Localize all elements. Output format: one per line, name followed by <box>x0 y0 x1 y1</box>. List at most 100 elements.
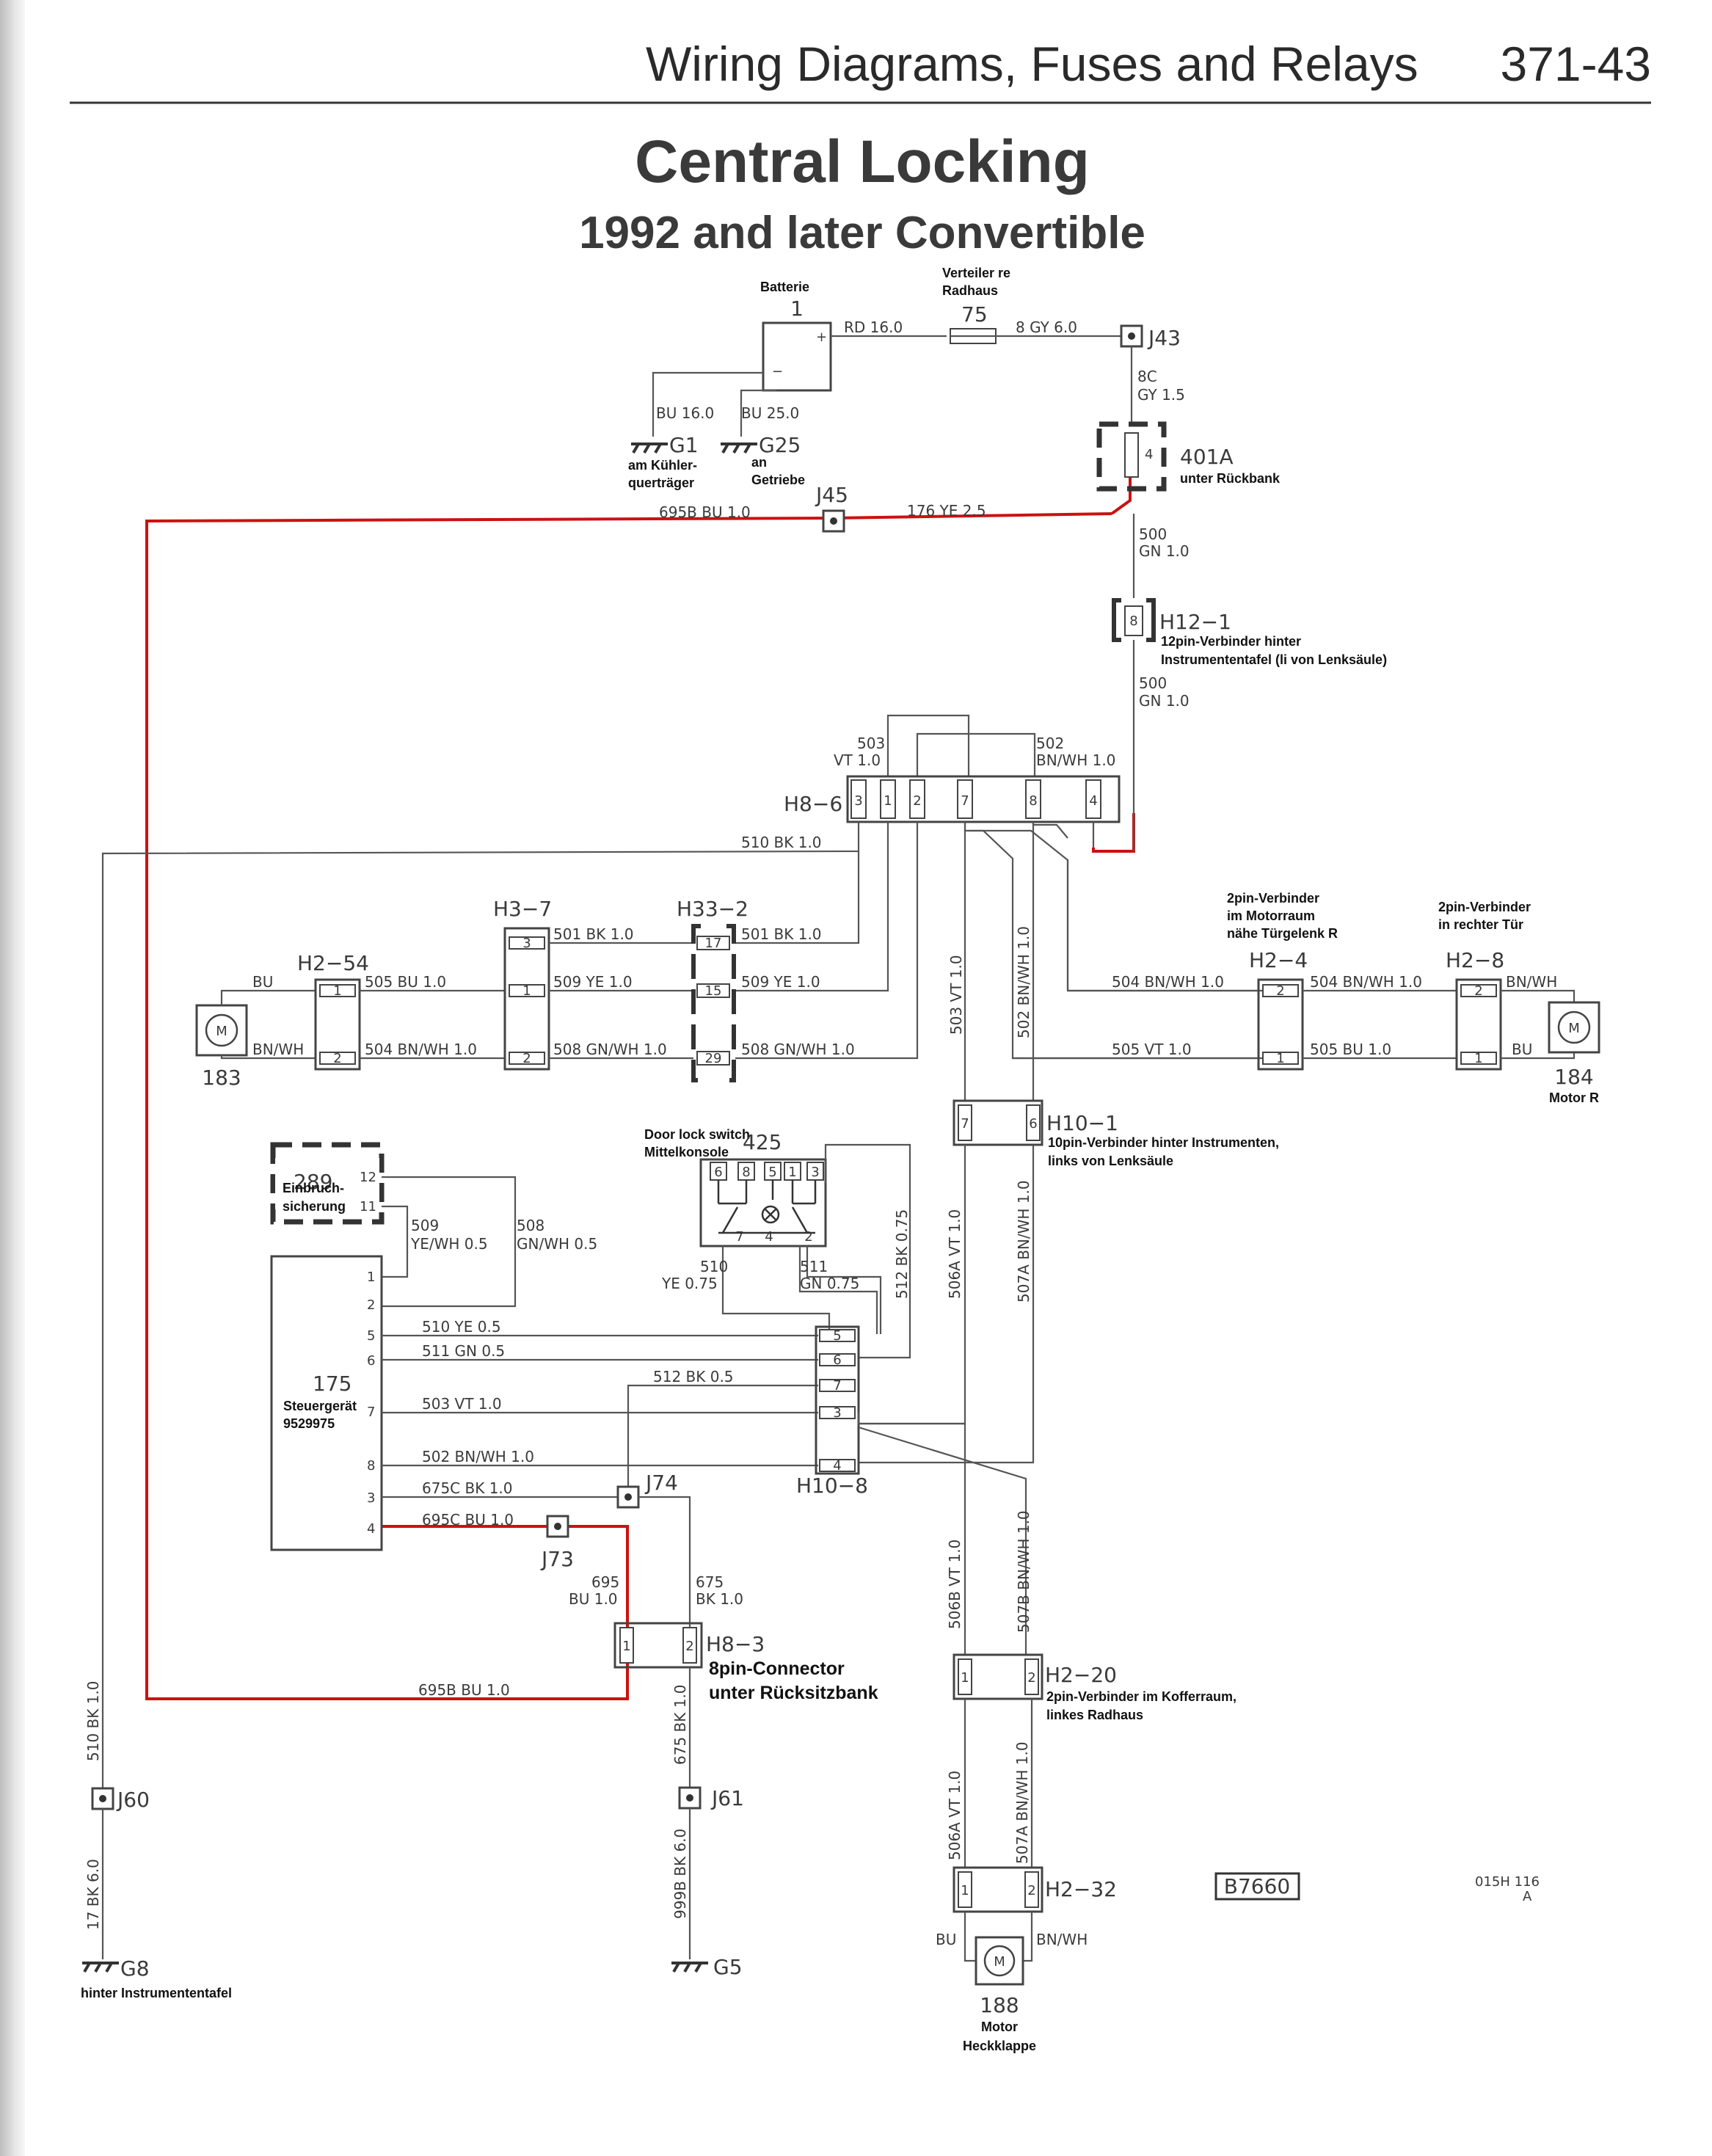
wire-511-sw: 511 <box>800 1258 828 1275</box>
footer-code2: A <box>1523 1889 1532 1904</box>
wire-501a: 501 BK 1.0 <box>553 925 634 943</box>
svg-text:2: 2 <box>522 1051 531 1066</box>
wire-504r2: 504 BN/WH 1.0 <box>1310 973 1422 991</box>
motor-184-id: 184 <box>1554 1065 1593 1089</box>
svg-text:1: 1 <box>522 983 531 999</box>
svg-text:2: 2 <box>1027 1670 1035 1686</box>
connector-h2-8-note2: in rechter Tür <box>1438 917 1523 932</box>
svg-text:12: 12 <box>360 1170 376 1185</box>
motor-184-icon <box>1557 1010 1591 1044</box>
wire-505r1: 505 VT 1.0 <box>1112 1041 1192 1058</box>
wire-675v: 675 BK 1.0 <box>671 1684 689 1765</box>
wire-508b: 508 GN/WH 1.0 <box>741 1041 855 1058</box>
reference-code: B7660 <box>1224 1874 1290 1898</box>
header-page-number: 371-43 <box>1500 37 1651 91</box>
wire-gy15: GY 1.5 <box>1137 386 1185 404</box>
diagram-title: Central Locking <box>635 128 1090 195</box>
svg-text:3: 3 <box>833 1405 841 1421</box>
alarm-289-note1: Einbruch- <box>283 1181 344 1195</box>
ground-g1-id: G1 <box>669 433 699 457</box>
wire-675: 675 <box>696 1573 724 1591</box>
svg-text:1: 1 <box>333 983 341 999</box>
ground-g1-note2: querträger <box>628 476 694 490</box>
wire-bu10: BU 1.0 <box>569 1590 618 1608</box>
svg-text:2: 2 <box>1027 1883 1035 1898</box>
connector-h10-1-note1: 10pin-Verbinder hinter Instrumenten, <box>1048 1135 1279 1150</box>
battery-1 <box>762 321 832 392</box>
svg-text:7: 7 <box>833 1378 841 1394</box>
fuse-401a-id: 401A <box>1180 445 1234 469</box>
svg-text:6: 6 <box>367 1353 375 1369</box>
ecu-175-note1: Steuergerät <box>283 1399 357 1413</box>
svg-text:7: 7 <box>367 1405 375 1420</box>
wire-506a2: 506A VT 1.0 <box>946 1771 964 1860</box>
connector-h12-1-id: H12−1 <box>1159 610 1231 634</box>
svg-text:1: 1 <box>788 1165 796 1180</box>
motor-183-id: 183 <box>202 1066 241 1090</box>
wire-501b: 501 BK 1.0 <box>741 925 822 943</box>
svg-text:8: 8 <box>1029 793 1037 809</box>
wire-675c: 675C BK 1.0 <box>422 1479 513 1497</box>
connector-h2-20 <box>952 1653 1043 1700</box>
book-spine-shadow <box>0 0 25 2156</box>
svg-text:5: 5 <box>768 1165 776 1180</box>
connector-h8-3 <box>613 1622 703 1669</box>
wire-8c: 8C <box>1137 368 1157 385</box>
connector-h2-54-id: H2−54 <box>297 951 369 975</box>
svg-text:6: 6 <box>714 1165 722 1180</box>
wire-yewh05: YE/WH 0.5 <box>410 1235 488 1253</box>
svg-text:7: 7 <box>735 1229 743 1245</box>
connector-h2-4-id: H2−4 <box>1249 948 1308 972</box>
connector-h10-1 <box>952 1099 1043 1146</box>
wire-504r1: 504 BN/WH 1.0 <box>1112 973 1224 991</box>
connector-h12-1-note1: 12pin-Verbinder hinter <box>1161 634 1301 649</box>
connector-h2-4 <box>1257 978 1304 1071</box>
connector-h10-8-id: H10−8 <box>796 1474 868 1498</box>
diagram-subtitle: 1992 and later Convertible <box>579 208 1145 258</box>
svg-text:1: 1 <box>367 1270 375 1285</box>
ground-g25-id: G25 <box>759 433 801 457</box>
alarm-289 <box>270 1142 385 1225</box>
svg-text:17: 17 <box>705 936 722 951</box>
connector-h3-7-id: H3−7 <box>493 897 552 921</box>
wire-503vt: 503 VT 1.0 <box>422 1395 502 1413</box>
connector-h2-8 <box>1455 978 1502 1071</box>
wire-510bk: 510 BK 1.0 <box>741 834 822 851</box>
connector-h8-6-id: H8−6 <box>784 792 842 816</box>
switch-425-note1: Door lock switch <box>644 1127 750 1142</box>
switch-425-contacts-icon <box>717 1180 817 1234</box>
wire-500b: 500 <box>1139 674 1167 692</box>
wire-508s: 508 <box>517 1217 544 1234</box>
wire-695b-top: 695B BU 1.0 <box>659 503 751 521</box>
wire-gn10a: GN 1.0 <box>1139 542 1190 560</box>
wire-503-label: 503 <box>857 735 885 752</box>
fuse-401a-note: unter Rückbank <box>1180 471 1281 486</box>
wire-bnwh10-label: BN/WH 1.0 <box>1036 751 1115 769</box>
svg-text:29: 29 <box>705 1051 722 1066</box>
svg-text:1: 1 <box>1276 1051 1284 1066</box>
motor-188-icon <box>983 1945 1016 1977</box>
svg-text:4: 4 <box>367 1521 375 1537</box>
ecu-175-id: 175 <box>313 1372 351 1396</box>
connector-h12-1 <box>1124 605 1143 636</box>
motor-183-icon <box>205 1013 238 1047</box>
ground-g8-id: G8 <box>120 1956 150 1981</box>
ground-g8-note: hinter Instrumententafel <box>81 1986 232 2000</box>
fuse-75-note2: Radhaus <box>942 283 998 298</box>
connector-h8-6 <box>846 775 1121 823</box>
svg-text:2: 2 <box>333 1051 341 1066</box>
svg-text:3: 3 <box>522 936 531 951</box>
connector-h2-32-id: H2−32 <box>1045 1877 1117 1901</box>
wire-512v: 512 BK 0.75 <box>893 1209 911 1299</box>
wire-gnwh05: GN/WH 0.5 <box>517 1235 597 1253</box>
svg-text:M: M <box>216 1024 227 1039</box>
wire-rd16: RD 16.0 <box>844 318 903 336</box>
wire-510v: 510 BK 1.0 <box>84 1680 102 1761</box>
svg-text:5: 5 <box>367 1328 375 1344</box>
connector-h2-54 <box>314 978 361 1071</box>
connector-h8-3-note1: 8pin-Connector <box>709 1658 845 1679</box>
wire-509b: 509 YE 1.0 <box>741 973 820 991</box>
svg-text:6: 6 <box>833 1352 841 1368</box>
